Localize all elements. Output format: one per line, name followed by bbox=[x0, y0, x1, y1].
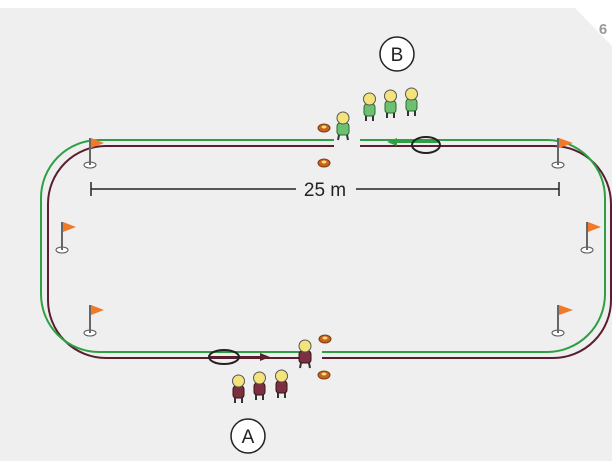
page-number: 6 bbox=[599, 21, 607, 38]
player-a-runner bbox=[298, 339, 312, 369]
cone bbox=[317, 123, 331, 133]
handoff-zone-b bbox=[411, 136, 441, 154]
flag-mid-right bbox=[580, 222, 601, 254]
flag-mid-left bbox=[55, 222, 76, 254]
cone bbox=[317, 158, 331, 168]
group-b-letter: B bbox=[391, 45, 404, 66]
player-b-runner bbox=[336, 111, 350, 141]
arrow-team-b bbox=[387, 136, 441, 154]
group-a-label: A bbox=[230, 418, 266, 454]
distance-label: 25 m bbox=[304, 180, 346, 201]
player-b-waiting bbox=[405, 87, 418, 116]
player-a-waiting bbox=[232, 374, 245, 403]
page-corner-tab: 6 bbox=[575, 8, 612, 46]
handoff-zone-a bbox=[208, 349, 240, 365]
player-b-waiting bbox=[384, 89, 397, 118]
player-b-waiting bbox=[363, 92, 376, 121]
flag-top-left bbox=[83, 138, 104, 169]
group-a-letter: A bbox=[242, 427, 255, 448]
flag-bottom-left bbox=[83, 305, 104, 337]
flag-bottom-right bbox=[551, 305, 573, 337]
group-b-label: B bbox=[379, 36, 415, 72]
track-team-a bbox=[47, 145, 612, 359]
track-team-b bbox=[40, 139, 606, 353]
track-gap-top bbox=[334, 136, 360, 150]
flag-top-right bbox=[551, 138, 573, 169]
arrow-team-a bbox=[208, 349, 270, 365]
player-a-waiting bbox=[253, 371, 266, 400]
top-bar bbox=[0, 0, 612, 8]
cone bbox=[317, 370, 331, 380]
distance-measure: 25 m bbox=[90, 180, 560, 201]
player-a-waiting bbox=[275, 369, 288, 398]
cone bbox=[318, 334, 332, 344]
